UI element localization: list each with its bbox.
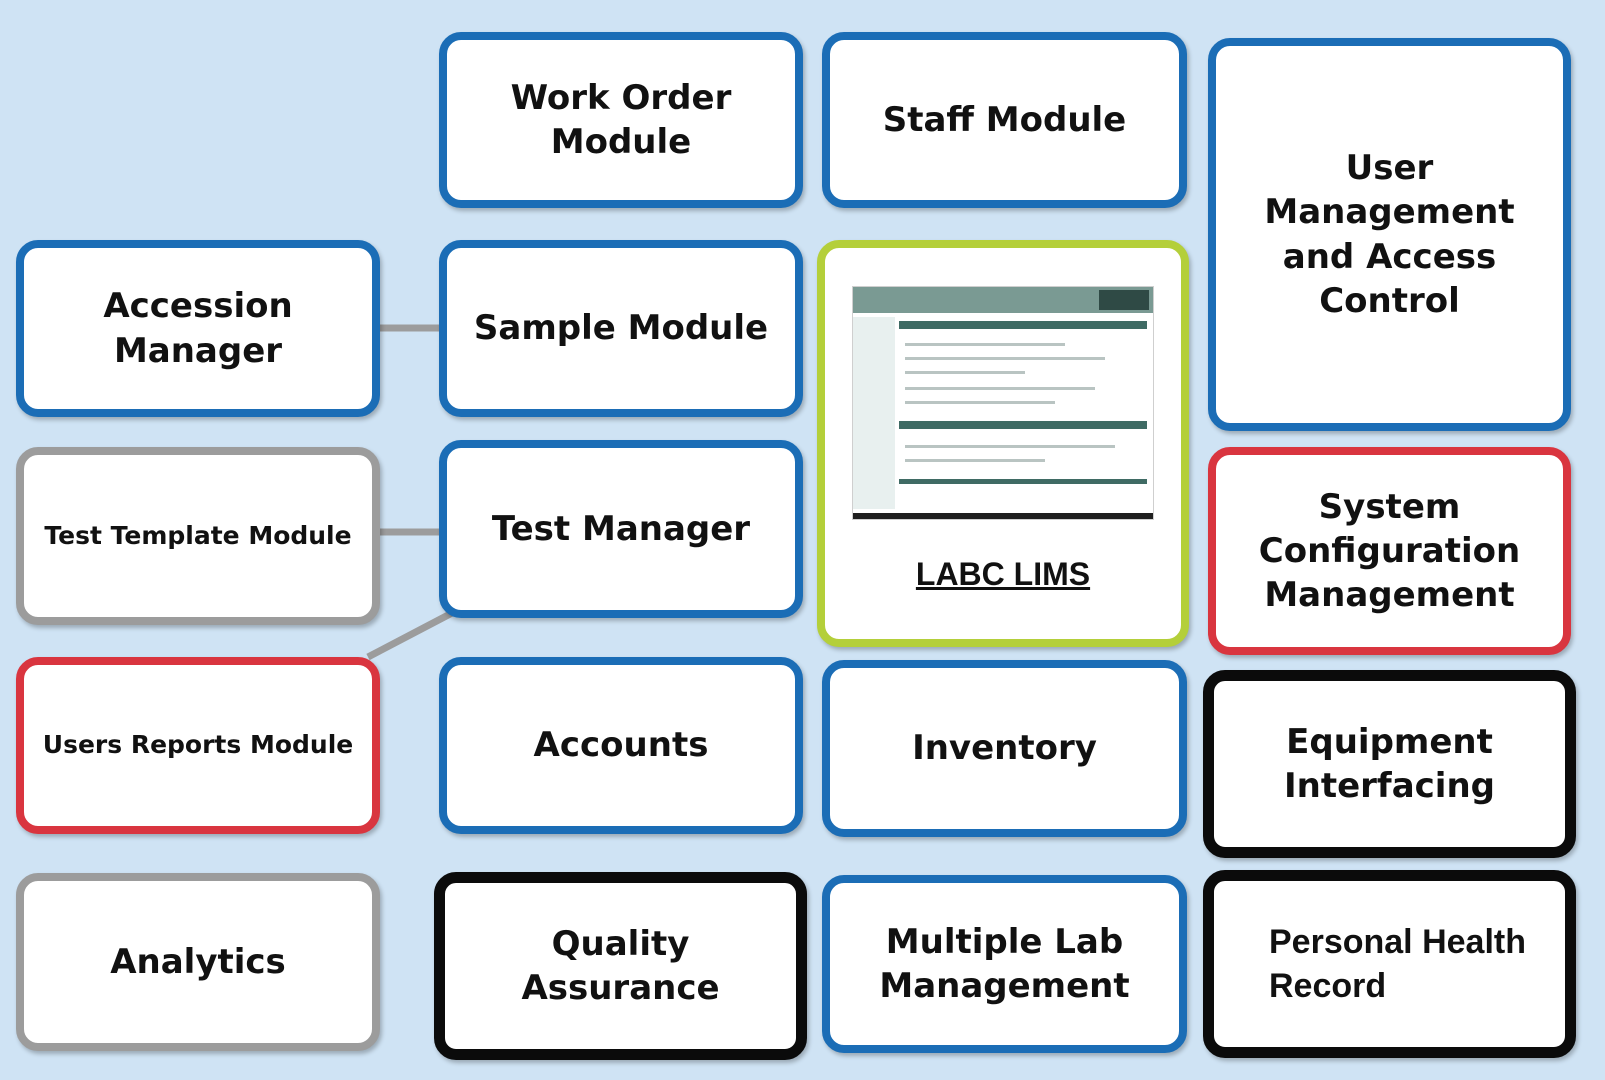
sample-module-box: Sample Module xyxy=(439,240,803,417)
users-reports-module-box: Users Reports Module xyxy=(16,657,380,834)
test-template-module-box: Test Template Module xyxy=(16,447,380,625)
accession-manager-box: Accession Manager xyxy=(16,240,380,417)
user-management-box: User Management and Access Control xyxy=(1208,38,1571,431)
test-manager-box: Test Manager xyxy=(439,440,803,618)
multiple-lab-management-box: Multiple Lab Management xyxy=(822,875,1187,1053)
personal-health-record-box: Personal Health Record xyxy=(1203,870,1576,1058)
system-configuration-box: System Configuration Management xyxy=(1208,447,1571,655)
quality-assurance-box: Quality Assurance xyxy=(434,872,807,1060)
lims-screenshot-icon xyxy=(852,286,1154,520)
accounts-box: Accounts xyxy=(439,657,803,834)
analytics-box: Analytics xyxy=(16,873,380,1051)
labc-lims-box: LABC LIMS xyxy=(817,240,1189,647)
staff-module-box: Staff Module xyxy=(822,32,1187,208)
equipment-interfacing-box: Equipment Interfacing xyxy=(1203,670,1576,858)
work-order-module-box: Work Order Module xyxy=(439,32,803,208)
inventory-box: Inventory xyxy=(822,660,1187,837)
connector-reports-testmanager xyxy=(366,609,454,661)
labc-lims-label: LABC LIMS xyxy=(915,556,1091,592)
